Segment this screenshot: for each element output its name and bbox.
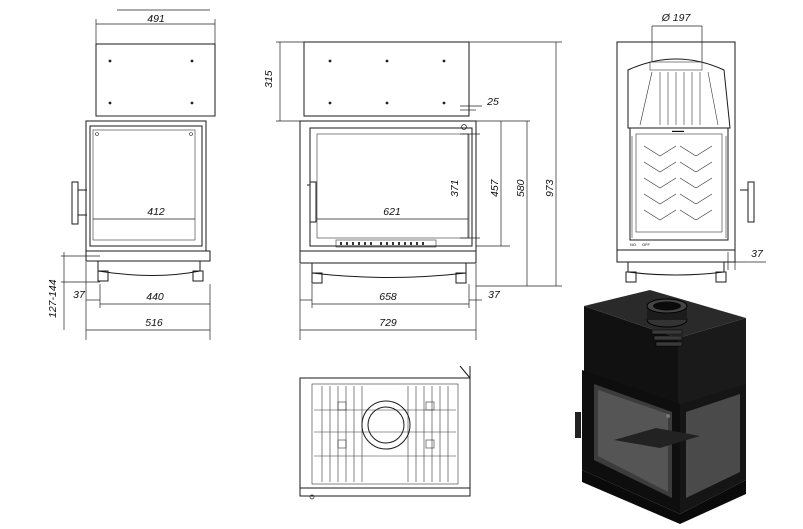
firebox-plate-text: ▬▬▬ xyxy=(672,128,684,133)
back-view: Ø 197 ▬▬▬ xyxy=(616,12,766,283)
back-label-off: OFF xyxy=(642,242,651,247)
front-glass-height-label: 371 xyxy=(449,179,461,197)
flue-diameter-label: Ø 197 xyxy=(661,12,692,24)
front-leg-width-label: 658 xyxy=(379,291,397,303)
side-leg-width-label: 440 xyxy=(146,291,164,303)
back-label-no: NO xyxy=(630,242,636,247)
front-door-height-label: 457 xyxy=(489,178,501,197)
top-view xyxy=(299,365,471,500)
back-offset-label: 37 xyxy=(751,248,764,260)
fireplace-3d-render xyxy=(575,290,746,524)
front-total-width-label: 729 xyxy=(379,317,397,329)
side-glass-width-label: 412 xyxy=(147,206,165,218)
side-view: 491 412 127-144 37 xyxy=(47,9,216,340)
side-total-width-label: 516 xyxy=(145,317,163,329)
side-top-width-label: 491 xyxy=(147,13,165,25)
front-glass-width-label: 621 xyxy=(383,206,401,218)
front-view: 315 25 621 371 457 xyxy=(263,41,562,340)
front-inner-height-label: 580 xyxy=(515,179,527,197)
front-offset-label: 25 xyxy=(486,96,499,108)
front-top-height-label: 315 xyxy=(263,70,275,88)
side-adjust-height-label: 127-144 xyxy=(47,279,59,318)
side-leg-offset-label: 37 xyxy=(73,289,86,301)
front-total-height-label: 973 xyxy=(544,179,556,197)
front-leg-offset-label: 37 xyxy=(488,289,501,301)
